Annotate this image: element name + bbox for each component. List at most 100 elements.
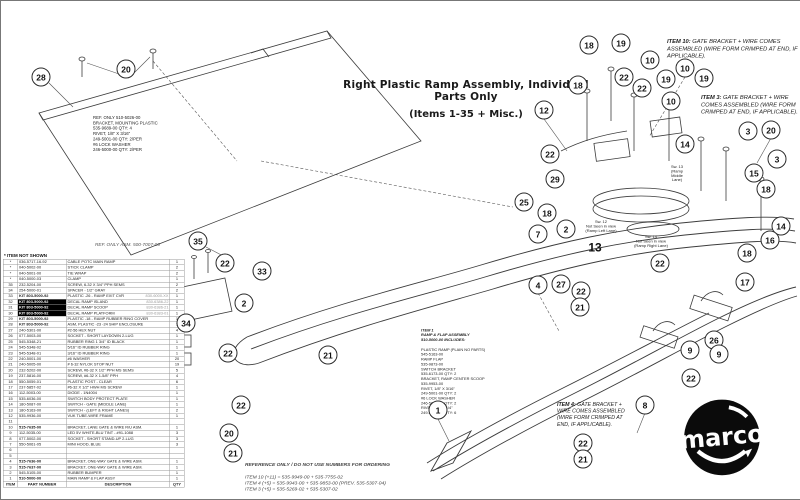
callout-21: 21 bbox=[318, 345, 338, 365]
item3-note: ITEM 3: GATE BRACKET + WIRE COMES ASSEMB… bbox=[701, 87, 799, 116]
description-text: VUK TUBE-WIRE FRAME bbox=[67, 413, 114, 418]
item4-note-label: ITEM 4: bbox=[557, 401, 576, 408]
table-header-cell: QTY bbox=[169, 481, 185, 488]
table-cell: 1 bbox=[169, 350, 185, 357]
callout-29: 29 bbox=[545, 169, 565, 189]
switch-note: Sw. 12 Not Seen in view (Ramp Left Lane) bbox=[585, 219, 617, 233]
table-cell: 2 bbox=[169, 407, 185, 414]
table-cell: 1 bbox=[169, 338, 185, 346]
callout-28: 28 bbox=[31, 67, 51, 87]
table-cell: 4 bbox=[169, 373, 185, 380]
table-cell bbox=[169, 418, 185, 425]
table-cell: 2 bbox=[169, 287, 185, 294]
callout-19: 19 bbox=[656, 69, 676, 89]
callout-18: 18 bbox=[537, 203, 557, 223]
ref-only-asm-note: REF. ONLY ASM. 500-7007-00 bbox=[95, 242, 160, 248]
description-text: PLASTIC POST - CLEAR bbox=[67, 379, 112, 384]
callout-13: 13 bbox=[588, 240, 602, 254]
callout-22: 22 bbox=[681, 368, 701, 388]
footer-reference-note: REFERENCE ONLY / DO NOT USE NUMBERS FOR … bbox=[245, 456, 475, 499]
table-row: 5 bbox=[3, 452, 185, 460]
table-cell: 1 bbox=[169, 475, 185, 482]
table-cell: 3 bbox=[169, 441, 185, 448]
description-text: RUBBER BUMPER bbox=[67, 470, 102, 476]
table-cell: 20 bbox=[169, 355, 185, 363]
description-text: 3/16" ID RUBBER RING bbox=[67, 350, 110, 356]
description-text: DIODE - 1N4004 bbox=[67, 390, 97, 396]
logo-smile-swoosh-icon bbox=[696, 449, 747, 464]
table-cell: 3 bbox=[169, 430, 185, 437]
item4-note: ITEM 4: GATE BRACKET + WIRE COMES ASSEMB… bbox=[557, 395, 632, 428]
description-text: SCREW, #6-32 X 1-5/8" PPH bbox=[67, 373, 119, 379]
description-text: #2-56 HEX NUT bbox=[67, 327, 96, 333]
callout-2: 2 bbox=[556, 219, 576, 239]
callout-22: 22 bbox=[218, 343, 238, 363]
leader-lines bbox=[48, 56, 772, 442]
table-cell: 19 bbox=[169, 361, 185, 368]
table-cell: 1 bbox=[169, 390, 185, 397]
callout-21: 21 bbox=[223, 443, 243, 463]
table-cell: 1 bbox=[169, 310, 185, 317]
callout-21: 21 bbox=[570, 297, 590, 317]
description-text: PLASTIC -26 - RAMP EXIT CVR bbox=[67, 293, 125, 299]
table-cell: 1 bbox=[169, 333, 185, 340]
description-text: BRACKET, ONE-WAY GATE & WIRE ASM. bbox=[67, 459, 143, 464]
table-cell: 1 bbox=[169, 384, 185, 391]
table-cell: 1 bbox=[169, 412, 185, 420]
table-cell: 1 bbox=[169, 424, 185, 431]
description-text: PLASTIC -18 - RAMP RUBBER RING COVER bbox=[67, 316, 149, 322]
table-cell: 2 bbox=[169, 264, 185, 271]
description-text: BRACKET, LANE GATE & WIRE R/U ASM. bbox=[67, 424, 143, 430]
table-cell: 1 bbox=[169, 344, 185, 351]
table-cell: 1 bbox=[169, 298, 185, 306]
callout-17: 17 bbox=[735, 272, 755, 292]
description-text: #6 WASHER bbox=[67, 356, 90, 361]
center-assembly-cluster bbox=[560, 66, 765, 237]
callout-12: 12 bbox=[534, 100, 554, 120]
callout-14: 14 bbox=[771, 216, 791, 236]
description-text: MINI HOOD, BLUE bbox=[67, 442, 101, 447]
callout-22: 22 bbox=[231, 395, 251, 415]
description-text: # 6-32 NYLOK STOP NUT bbox=[67, 362, 114, 367]
callout-2: 2 bbox=[234, 293, 254, 313]
item3-note-label: ITEM 3: bbox=[701, 94, 722, 101]
description-text: SCREW, #6-32 X 1/2" PPH MS SEMS bbox=[67, 367, 134, 373]
table-header-cell: PART NUMBER bbox=[17, 481, 67, 488]
callout-27: 27 bbox=[551, 274, 571, 294]
item10-note: ITEM 10: GATE BRACKET + WIRE COMES ASSEM… bbox=[667, 31, 799, 60]
table-cell: 1 bbox=[169, 401, 185, 408]
callout-21: 21 bbox=[573, 449, 593, 469]
callout-35: 35 bbox=[188, 231, 208, 251]
callout-14: 14 bbox=[675, 134, 695, 154]
callout-7: 7 bbox=[528, 224, 548, 244]
description-text: SWITCH BODY PROTECT PLATE bbox=[67, 396, 128, 401]
callout-10: 10 bbox=[661, 91, 681, 111]
table-cell: 2 bbox=[169, 270, 185, 277]
table-cell: 2 bbox=[169, 281, 185, 289]
table-header-cell: ITEM bbox=[3, 481, 18, 488]
alt-part-number: 830-6386-21 bbox=[146, 305, 169, 310]
table-cell: 1 bbox=[169, 276, 185, 283]
not-shown-label: * ITEM NOT SHOWN bbox=[4, 253, 47, 258]
drawing-title: Right Plastic Ramp Assembly, Individual … bbox=[331, 79, 601, 120]
description-text: SOCKET - SHORT LAYDOWN 2-LUG bbox=[67, 333, 134, 339]
logo-arrowhead-icon bbox=[745, 448, 753, 458]
item10-note-label: ITEM 10: bbox=[667, 38, 691, 45]
callout-18: 18 bbox=[737, 243, 757, 263]
